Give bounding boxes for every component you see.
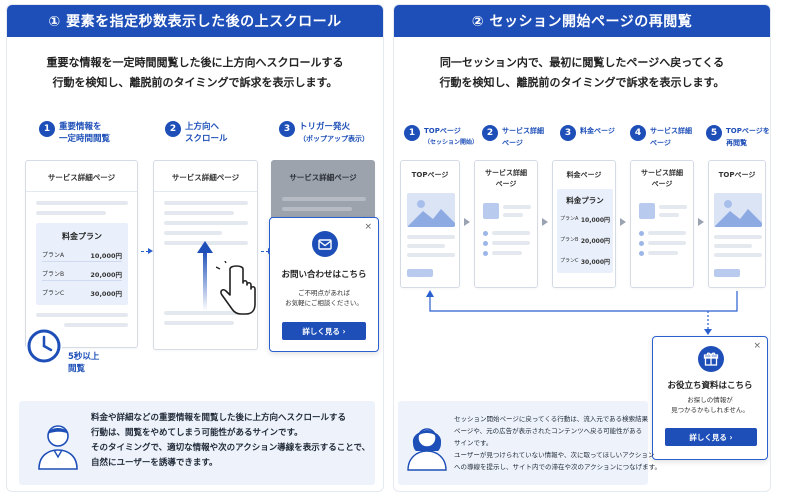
close-icon[interactable]: × (753, 341, 761, 351)
step-label: 重要情報を (59, 122, 102, 132)
hand-pointer-icon (216, 261, 256, 315)
right-step-5: 5 TOPページを 再閲覧 (706, 125, 770, 149)
card-title: TOPページ (411, 171, 449, 179)
page-card-service-detail-2: サービス詳細ページ (153, 160, 258, 350)
step-number: 1 (39, 121, 55, 137)
step-label: サービス詳細 (502, 127, 544, 135)
scroll-up-arrow-icon (197, 241, 213, 311)
step-number: 1 (404, 125, 420, 141)
step-label: サービス詳細 (650, 127, 692, 135)
step-label: 一定時間閲覧 (59, 134, 111, 144)
flow-arrow (261, 251, 269, 252)
mail-icon (312, 231, 338, 257)
right-step-4: 4 サービス詳細 ページ (630, 125, 692, 149)
flow-arrow (141, 251, 149, 252)
left-desc-line-2: 行動を検知し、離脱前のタイミングで訴求を表示します。 (52, 76, 338, 89)
card-title: 料金ページ (566, 171, 602, 179)
popup-body: ご不明点があれば お気軽にご相談ください。 (285, 289, 363, 307)
step-label: TOPページを (726, 127, 770, 135)
close-icon[interactable]: × (364, 222, 372, 232)
image-placeholder-icon (407, 193, 455, 227)
left-note-box: 料金や詳細などの重要情報を閲覧した後に上方向へスクロールする 行動は、閲覧をやめ… (19, 401, 375, 485)
more-details-button[interactable]: 詳しく見る › (665, 428, 757, 446)
right-step-1: 1 TOPページ （セッション開始） (404, 125, 478, 149)
card-title: サービス詳細ページ (171, 173, 240, 182)
more-details-button[interactable]: 詳しく見る › (282, 322, 366, 340)
page-card-top-1: TOPページ (400, 160, 460, 288)
popup-title: お役立ち資料はこちら (667, 381, 753, 391)
right-panel: ② セッション開始ページの再閲覧 同一セッション内で、最初に閲覧したページへ戻っ… (393, 4, 771, 492)
male-person-icon (38, 425, 78, 470)
step-number: 3 (560, 125, 576, 141)
left-panel-description: 重要な情報を一定時間閲覧した後に上方向へスクロールする 行動を検知し、離脱前のタ… (7, 53, 383, 93)
card-title: サービス詳細 ページ (641, 169, 683, 188)
timer-label: 5秒以上 閲覧 (68, 352, 100, 374)
right-desc-line-2: 行動を検知し、離脱前のタイミングで訴求を表示します。 (439, 76, 725, 89)
step-label: 上方向へ (185, 122, 220, 132)
card-title: サービス詳細 ページ (485, 169, 527, 188)
left-step-3: 3 トリガー発火 （ポップアップ表示） (279, 121, 369, 145)
page-card-top-2: TOPページ (708, 160, 766, 288)
right-panel-description: 同一セッション内で、最初に閲覧したページへ戻ってくる 行動を検知し、離脱前のタイ… (394, 53, 770, 93)
flow-arrow-head (148, 248, 153, 254)
step-label: （ポップアップ表示） (299, 135, 369, 143)
popup-title: お問い合わせはこちら (281, 270, 367, 280)
step-number: 3 (279, 121, 295, 137)
page-card-service-detail-b: サービス詳細 ページ (630, 160, 694, 288)
step-label: トリガー発火 (299, 122, 351, 132)
right-panel-header: ② セッション開始ページの再閲覧 (394, 5, 770, 37)
flow-arrow-head (464, 218, 470, 226)
step-number: 5 (706, 125, 722, 141)
right-note-text: セッション開始ページに戻ってくる行動は、流入元である検索結果 ページや、元の広告… (454, 415, 662, 471)
left-note-text: 料金や詳細などの重要情報を閲覧した後に上方向へスクロールする 行動は、閲覧をやめ… (91, 413, 371, 468)
step-number: 4 (630, 125, 646, 141)
flow-arrow-head (698, 218, 704, 226)
step-label: （セッション開始） (424, 139, 479, 146)
step-label: スクロール (185, 134, 228, 144)
flow-arrow-head (620, 218, 626, 226)
left-panel: ① 要素を指定秒数表示した後の上スクロール 重要な情報を一定時間閲覧した後に上方… (6, 4, 384, 492)
female-person-icon (407, 428, 447, 471)
right-step-2: 2 サービス詳細 ページ (482, 125, 544, 149)
left-step-1: 1 重要情報を 一定時間閲覧 (39, 121, 110, 145)
right-desc-line-1: 同一セッション内で、最初に閲覧したページへ戻ってくる (439, 56, 725, 69)
flow-arrow-head (542, 218, 548, 226)
contact-popup[interactable]: × お問い合わせはこちら ご不明点があれば お気軽にご相談ください。 詳しく見る… (269, 217, 379, 352)
return-loop-line (426, 290, 738, 335)
step-label: 再閲覧 (726, 139, 747, 147)
left-step-2: 2 上方向へ スクロール (165, 121, 228, 145)
step-number: 2 (165, 121, 181, 137)
left-panel-header: ① 要素を指定秒数表示した後の上スクロール (7, 5, 383, 37)
popup-body: お探しの情報が 見つかるかもしれません。 (671, 396, 749, 414)
clock-icon (26, 328, 62, 364)
step-number: 2 (482, 125, 498, 141)
step-label: ページ (650, 139, 671, 147)
card-title: TOPページ (718, 171, 756, 179)
right-note-box: セッション開始ページに戻ってくる行動は、流入元である検索結果 ページや、元の広告… (398, 401, 661, 485)
image-placeholder-icon (714, 193, 762, 227)
resource-popup[interactable]: × お役立ち資料はこちら お探しの情報が 見つかるかもしれません。 詳しく見る … (652, 336, 768, 460)
left-desc-line-1: 重要な情報を一定時間閲覧した後に上方向へスクロールする (46, 56, 344, 69)
page-card-service-detail-a: サービス詳細 ページ (474, 160, 538, 288)
step-label: 料金ページ (580, 127, 615, 135)
gift-icon (698, 346, 724, 372)
step-label: ページ (502, 139, 523, 147)
card-title: サービス詳細ページ (47, 173, 116, 182)
card-title: サービス詳細ページ (289, 173, 357, 182)
price-plan-title: 料金プラン (62, 232, 102, 241)
right-step-3: 3 料金ページ (560, 125, 615, 141)
step-label: TOPページ (424, 127, 461, 135)
